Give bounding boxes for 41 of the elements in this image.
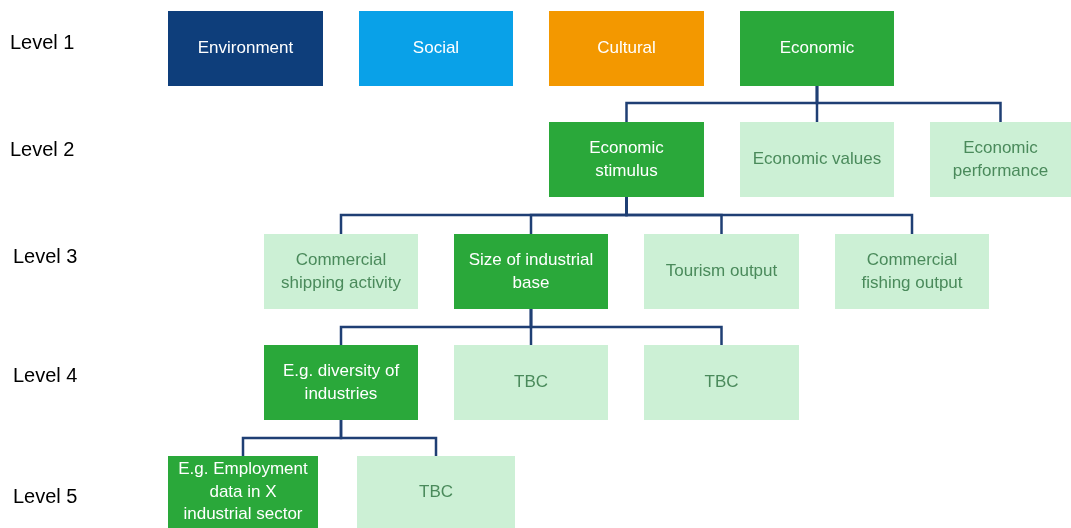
box-label: TBC [419, 480, 453, 503]
box-label: E.g. diversity of industries [281, 359, 401, 405]
box-label: Social [412, 37, 460, 60]
box-label: Commercial fishing output [860, 248, 964, 294]
box-label: Economic values [752, 148, 882, 171]
hierarchy-box [740, 11, 894, 86]
connector-line [339, 420, 438, 456]
hierarchy-box [357, 456, 515, 528]
hierarchy-box [264, 345, 418, 420]
level-label: Level 1 [10, 31, 75, 54]
level-label: Level 3 [13, 245, 78, 268]
level-label: Level 2 [10, 138, 75, 161]
hierarchy-box [168, 11, 323, 86]
hierarchy-box [168, 456, 318, 528]
connector-line [529, 309, 723, 345]
box-label: E.g. Employment data in X industrial sector [177, 457, 309, 526]
hierarchy-box [549, 11, 704, 86]
hierarchy-box [454, 345, 608, 420]
box-label: Economic stimulus [588, 136, 665, 182]
box-label: Economic [779, 37, 855, 60]
level-label: Level 4 [13, 364, 78, 387]
hierarchy-box [264, 234, 418, 309]
box-label: Tourism output [665, 260, 778, 283]
hierarchy-box [549, 122, 704, 197]
box-label: Environment [197, 37, 294, 60]
connector-line [625, 197, 914, 234]
box-label: Commercial shipping activity [280, 248, 402, 294]
hierarchy-box [740, 122, 894, 197]
hierarchy-box [644, 345, 799, 420]
connector-line [815, 86, 1002, 122]
box-label: Cultural [597, 37, 656, 60]
box-label: TBC [704, 371, 739, 394]
hierarchy-box [930, 122, 1071, 197]
box-label: Economic performance [951, 136, 1050, 182]
hierarchy-box [835, 234, 989, 309]
hierarchy-box [359, 11, 513, 86]
level-label: Level 5 [13, 485, 78, 508]
hierarchy-box [644, 234, 799, 309]
box-label: Size of industrial base [467, 248, 595, 294]
hierarchy-box [454, 234, 608, 309]
box-label: TBC [514, 371, 548, 394]
